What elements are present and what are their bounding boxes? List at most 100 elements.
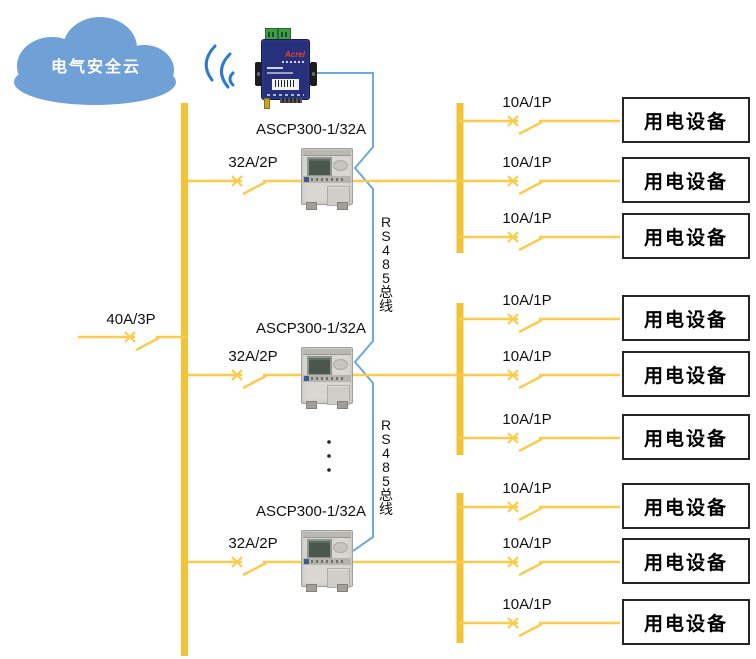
feed-breaker-label: 32A/2P xyxy=(228,348,278,365)
rs485-label-char: 4 xyxy=(382,445,390,461)
feed-breaker-contact-icon xyxy=(231,175,243,187)
load-breaker-contact-icon xyxy=(507,369,519,381)
feed-breaker-blade xyxy=(242,374,267,390)
load-breaker-contact-icon xyxy=(507,175,519,187)
load-breaker-contact-icon xyxy=(507,617,519,629)
load-breaker-label: 10A/1P xyxy=(502,535,552,552)
load-breaker-blade xyxy=(518,318,543,334)
device-foot xyxy=(306,584,317,592)
gateway-mount-ear xyxy=(255,62,262,86)
load-device-box: 用电设备 xyxy=(622,351,750,397)
load-device-box: 用电设备 xyxy=(622,295,750,341)
device-logo xyxy=(333,359,348,370)
wifi-arc-dot xyxy=(228,71,235,87)
load-device-box: 用电设备 xyxy=(622,157,750,203)
load-breaker-label: 10A/1P xyxy=(502,596,552,613)
rs485-bus-line xyxy=(316,72,374,552)
feed-breaker-label: 32A/2P xyxy=(228,535,278,552)
load-breaker-label: 10A/1P xyxy=(502,154,552,171)
device-band xyxy=(303,558,351,565)
load-breaker-label: 10A/1P xyxy=(502,94,552,111)
device-lcd xyxy=(307,157,332,177)
cloud-icon xyxy=(14,17,176,105)
device-label: ASCP300-1/32A xyxy=(255,503,367,520)
device-foot xyxy=(337,202,348,210)
device-label: ASCP300-1/32A xyxy=(255,320,367,337)
device-logo xyxy=(333,542,348,553)
main-breaker-blade xyxy=(135,336,160,352)
rs485-label-char: 8 xyxy=(382,256,390,272)
continuation-dots xyxy=(327,440,331,472)
load-breaker-contact-icon xyxy=(507,501,519,513)
device-lcd xyxy=(307,356,332,376)
load-device-box: 用电设备 xyxy=(622,599,750,645)
rs485-label-char: 4 xyxy=(382,242,390,258)
feed-breaker-blade xyxy=(242,180,267,196)
gateway-antenna-connector xyxy=(264,98,270,109)
gateway-text-line xyxy=(267,72,293,74)
device-label: ASCP300-1/32A xyxy=(255,121,367,138)
load-breaker-label: 10A/1P xyxy=(502,210,552,227)
device-chip xyxy=(304,177,309,182)
main-breaker-contact-icon xyxy=(124,331,136,343)
load-breaker-blade xyxy=(518,437,543,453)
device-foot xyxy=(337,401,348,409)
load-breaker-contact-icon xyxy=(507,313,519,325)
rs485-label-char: R xyxy=(380,417,392,433)
rs485-label-char: 8 xyxy=(382,459,390,475)
ascp-device-image xyxy=(301,148,353,210)
load-breaker-blade xyxy=(518,561,543,577)
load-device-box: 用电设备 xyxy=(622,414,750,460)
wifi-signal-icon xyxy=(204,44,235,89)
rs485-label-char: R xyxy=(380,214,392,230)
wifi-arc-inner xyxy=(220,52,232,89)
gateway-bottom-ports xyxy=(280,98,302,103)
load-breaker-blade xyxy=(518,120,543,136)
load-device-box: 用电设备 xyxy=(622,483,750,529)
ascp-device-image xyxy=(301,530,353,592)
main-breaker-label: 40A/3P xyxy=(106,311,156,328)
wifi-arc-outer xyxy=(204,44,217,82)
cloud-lobe xyxy=(14,59,176,105)
gateway-barcode-label xyxy=(272,79,299,90)
cloud-label: 电气安全云 xyxy=(50,59,142,76)
rs485-label-char: S xyxy=(381,431,391,447)
load-breaker-contact-icon xyxy=(507,432,519,444)
load-breaker-label: 10A/1P xyxy=(502,480,552,497)
load-breaker-label: 10A/1P xyxy=(502,411,552,428)
device-lcd xyxy=(307,539,332,559)
device-top xyxy=(303,532,351,538)
rs485-label-char: 总 xyxy=(379,487,393,503)
load-breaker-contact-icon xyxy=(507,115,519,127)
gateway-brand-logo: Acrel xyxy=(284,50,305,59)
feed-breaker-contact-icon xyxy=(231,369,243,381)
device-top xyxy=(303,349,351,355)
ascp-device-image xyxy=(301,347,353,409)
load-breaker-blade xyxy=(518,622,543,638)
rs485-label-char: S xyxy=(381,228,391,244)
device-band xyxy=(303,176,351,183)
device-foot xyxy=(337,584,348,592)
gateway-port-text xyxy=(267,94,304,96)
rs485-label-char: 5 xyxy=(382,473,390,489)
load-breaker-label: 10A/1P xyxy=(502,348,552,365)
rs485-label-char: 线 xyxy=(379,298,393,314)
device-chip xyxy=(304,559,309,564)
device-chip xyxy=(304,376,309,381)
gateway-logo-dots xyxy=(282,61,304,63)
load-breaker-blade xyxy=(518,180,543,196)
device-foot xyxy=(306,401,317,409)
rs485-label-char: 线 xyxy=(379,501,393,517)
device-foot xyxy=(306,202,317,210)
rs485-label-char: 5 xyxy=(382,270,390,286)
gateway-mount-ear xyxy=(310,62,317,86)
device-top xyxy=(303,150,351,156)
gateway-body: Acrel xyxy=(261,39,310,100)
load-breaker-blade xyxy=(518,374,543,390)
load-breaker-label: 10A/1P xyxy=(502,292,552,309)
gateway-device: Acrel xyxy=(255,26,317,110)
